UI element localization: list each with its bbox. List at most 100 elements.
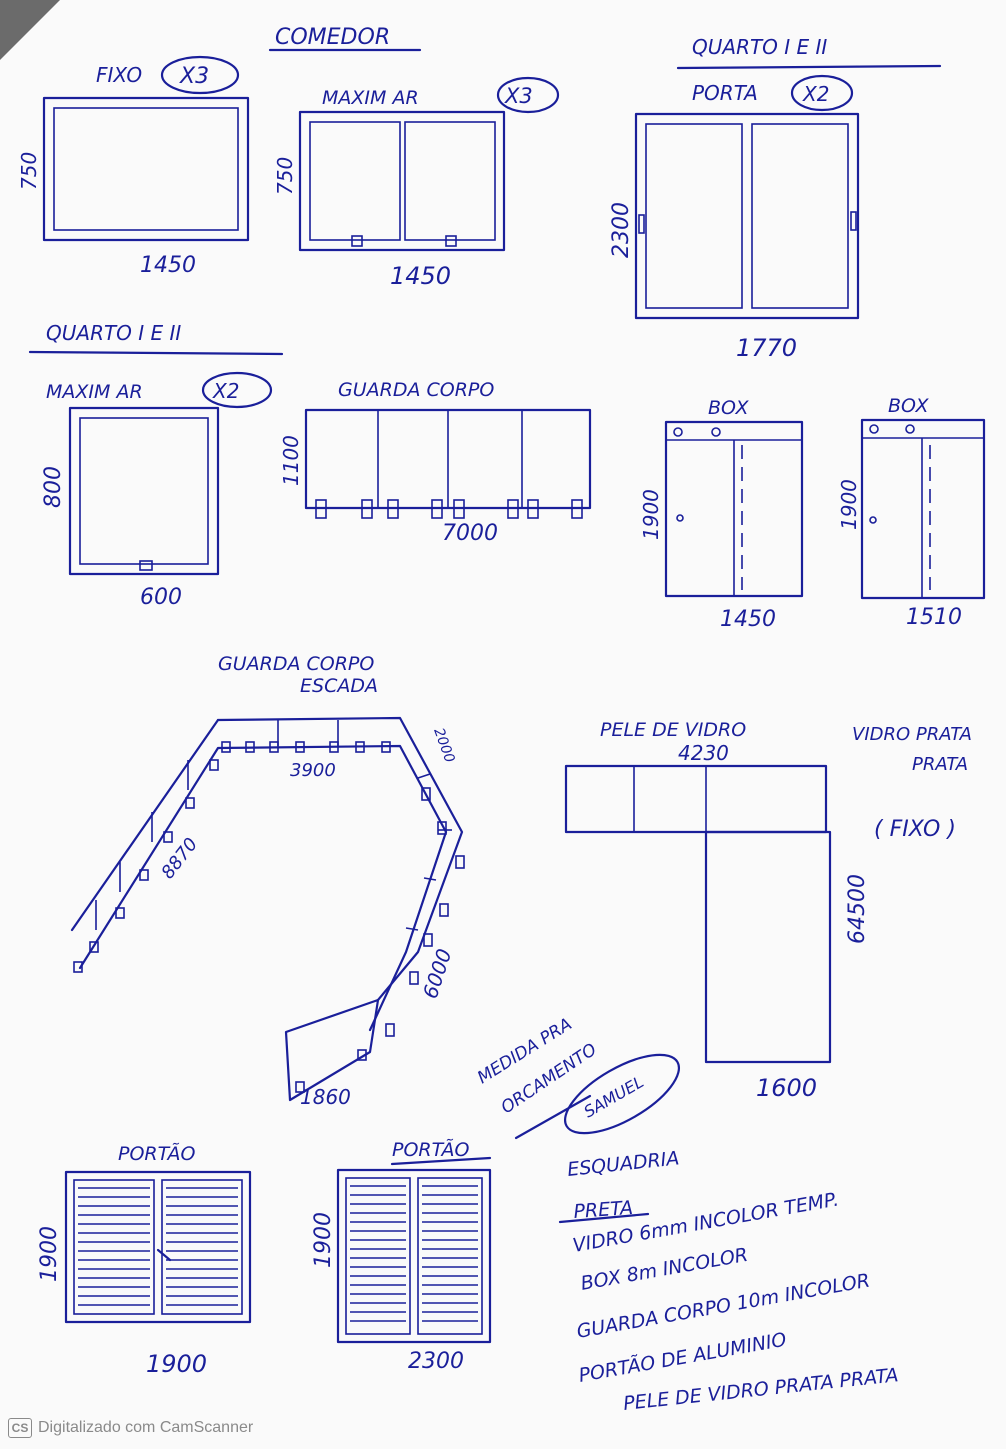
porta-handle-right	[850, 211, 857, 231]
notes-line1: ESQUADRIA	[566, 1147, 680, 1181]
porta-qty-circle	[790, 74, 854, 112]
pele-de-vidro-width-bottom: 1600	[756, 1074, 817, 1102]
escada-seg-right-top: 2000	[430, 726, 457, 765]
stamp-signature-stroke	[514, 1094, 592, 1140]
box-2-height: 1900	[837, 479, 861, 530]
maxim-ar-comedor-pane-left	[309, 121, 401, 241]
maxim-ar-comedor-label: MAXIM AR	[322, 87, 419, 109]
maxim-ar-quarto-outer	[68, 406, 220, 576]
notes-line2-underline	[558, 1212, 650, 1224]
portao-1-outer	[64, 1170, 252, 1324]
pele-de-vidro-top-panel	[564, 764, 828, 834]
fixo-window-outer	[42, 96, 250, 242]
box-2-outer	[860, 418, 986, 600]
box-2-width: 1510	[906, 605, 962, 630]
box-1-knob	[676, 514, 684, 522]
portao-1-leaf-right	[161, 1179, 243, 1315]
title-quarto-mid: QUARTO I E II	[46, 321, 181, 345]
maxim-ar-comedor-pane-right	[404, 121, 496, 241]
maxim-ar-quarto-label: MAXIM AR	[46, 381, 143, 403]
fixo-height: 750	[17, 152, 41, 190]
maxim-ar-comedor-height: 750	[273, 157, 297, 195]
pele-de-vidro-width-top: 4230	[678, 741, 729, 765]
vidro-prata-2: PRATA	[912, 754, 968, 775]
escada-landing	[284, 998, 380, 1102]
porta-height: 2300	[609, 202, 634, 258]
title-comedor: COMEDOR	[275, 25, 390, 50]
box-1-width: 1450	[720, 607, 776, 632]
porta-leaf-right	[751, 123, 849, 309]
vidro-prata-1: VIDRO PRATA	[852, 724, 972, 745]
maxim-ar-quarto-height: 800	[41, 466, 66, 508]
title-quarto-top: QUARTO I E II	[692, 35, 827, 59]
escada-seg-right: 6000	[418, 946, 457, 1002]
box-1-roller-2	[711, 427, 721, 437]
portao-1-height: 1900	[37, 1226, 62, 1282]
title-escada-2: ESCADA	[300, 675, 378, 697]
portao-1-width: 1900	[146, 1350, 207, 1378]
escada-seg-top: 3900	[290, 760, 336, 781]
portao-2-leaf-left	[345, 1177, 411, 1335]
box-1-roller-1	[673, 427, 683, 437]
box-1-label: BOX	[708, 397, 749, 419]
portao-2-width: 2300	[408, 1349, 464, 1374]
porta-width: 1770	[736, 334, 797, 362]
box-2-knob	[869, 516, 877, 524]
fixo-qty-circle	[160, 55, 240, 95]
guarda-corpo-label: GUARDA CORPO	[338, 379, 494, 401]
box-2-roller-1	[869, 424, 879, 434]
maxim-ar-quarto-qty: X2	[212, 379, 239, 403]
portao-1-leaf-left	[73, 1179, 155, 1315]
title-quarto-mid-underline	[28, 350, 284, 356]
maxim-ar-quarto-inner	[79, 417, 209, 565]
portao-1-label: PORTÃO	[118, 1142, 195, 1165]
stamp-signature-circle	[563, 1053, 681, 1135]
portao-1-lock	[156, 1248, 172, 1262]
box-2-label: BOX	[888, 395, 929, 417]
fixo-qty: X3	[179, 64, 209, 89]
guarda-corpo-height: 1100	[279, 435, 303, 486]
box-1-height: 1900	[639, 489, 663, 540]
portao-2-label: PORTÃO	[392, 1138, 469, 1161]
maxim-ar-comedor-qty: X3	[504, 84, 533, 108]
escada-left-top-line	[70, 718, 220, 932]
escada-seg-bottom: 1860	[300, 1085, 351, 1109]
portao-2-height: 1900	[311, 1212, 336, 1268]
porta-handle-left	[638, 214, 645, 234]
maxim-ar-quarto-width: 600	[140, 585, 182, 610]
porta-leaf-left	[645, 123, 743, 309]
scanner-footer: CS Digitalizado com CamScanner	[8, 1417, 253, 1439]
pele-de-vidro-label: PELE DE VIDRO	[600, 719, 746, 741]
escada-clamps	[73, 741, 465, 1093]
porta-qty: X2	[802, 82, 829, 106]
escada-bottom-line	[78, 744, 448, 1032]
escada-railing	[70, 716, 465, 1102]
pele-de-vidro-side-panel	[704, 830, 832, 1064]
porta-outer	[634, 112, 860, 320]
maxim-ar-comedor-qty-circle	[496, 76, 560, 114]
maxim-ar-comedor-outer	[298, 110, 506, 252]
footer-text: Digitalizado com CamScanner	[38, 1419, 254, 1436]
fixo-label: FIXO	[96, 63, 142, 87]
box-2-roller-2	[905, 424, 915, 434]
maxim-ar-comedor-handle-right	[445, 235, 457, 247]
fixo-note: ( FIXO )	[874, 817, 956, 842]
porta-label: PORTA	[692, 81, 758, 105]
camscanner-icon: CS	[8, 1418, 32, 1438]
fixo-width: 1450	[140, 253, 196, 278]
fixo-window-inner	[53, 107, 239, 231]
title-quarto-top-underline	[676, 64, 942, 70]
portao-2-leaf-right	[417, 1177, 483, 1335]
portao-1-slats	[78, 1187, 238, 1306]
portao-2-outer	[336, 1168, 492, 1344]
maxim-ar-quarto-handle	[139, 560, 153, 571]
portao-2-slats	[350, 1185, 478, 1322]
guarda-corpo-width: 7000	[442, 521, 498, 546]
maxim-ar-comedor-handle-left	[351, 235, 363, 247]
portao-2-underline	[390, 1156, 492, 1166]
guarda-corpo-clamps	[315, 499, 583, 519]
title-escada-1: GUARDA CORPO	[218, 653, 374, 675]
maxim-ar-quarto-qty-circle	[201, 371, 273, 409]
